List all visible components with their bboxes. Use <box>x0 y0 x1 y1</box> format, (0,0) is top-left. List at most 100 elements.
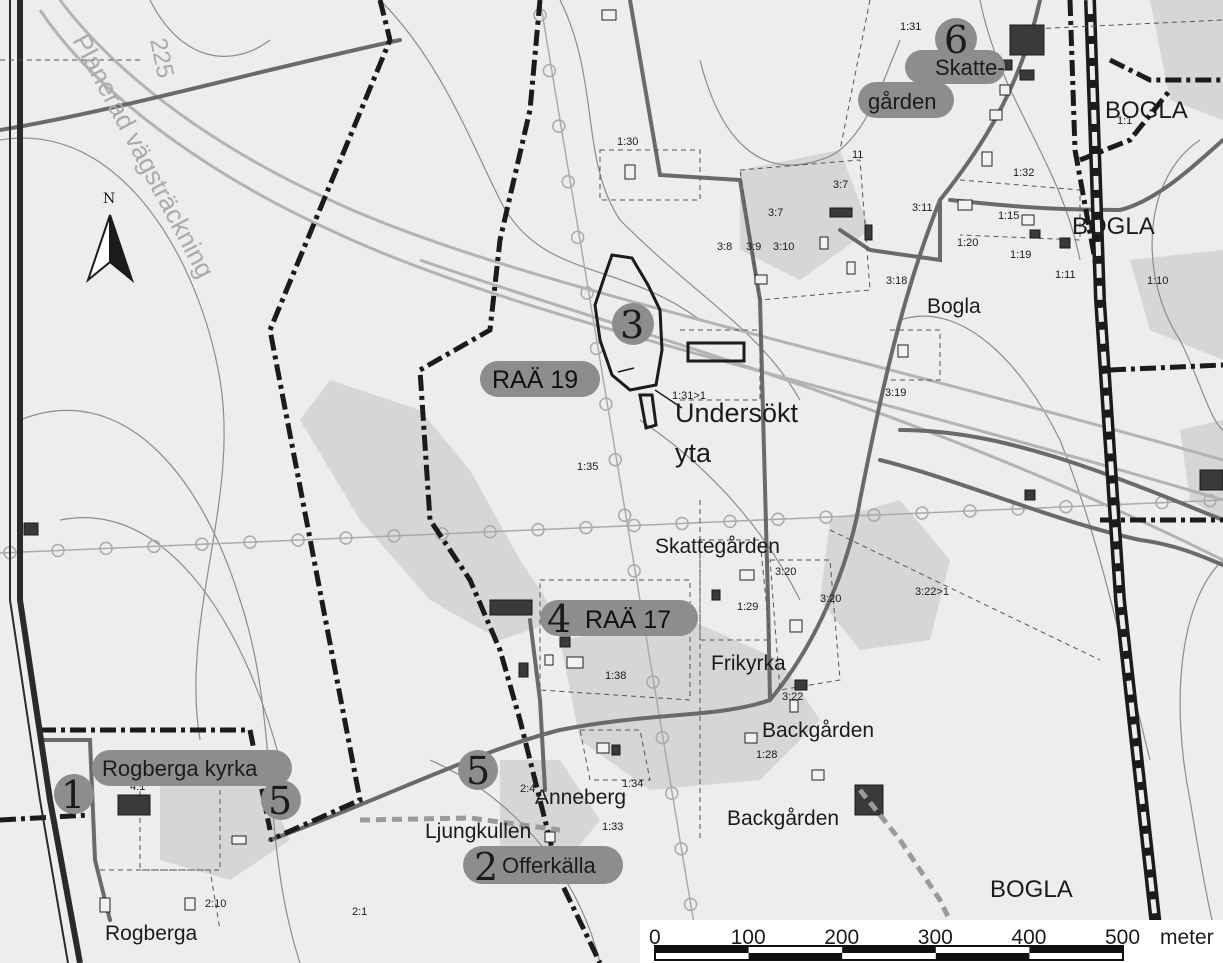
power-line-pole <box>570 230 585 245</box>
parcel-label: 1:32 <box>1013 167 1034 179</box>
marker-6-label-line-1: Skatte- <box>935 55 1005 80</box>
parcel-label: 3:20 <box>775 566 796 578</box>
site-markers: 6 Skatte- gården 3 RAÄ 19 4 RAÄ 17 1 Rog… <box>54 18 1005 889</box>
power-line-pole <box>655 730 670 745</box>
marker-5b-number: 5 <box>466 749 490 793</box>
parcel-label: 3:22 <box>782 691 803 703</box>
power-line-pole <box>531 522 545 537</box>
marker-3-circle <box>612 303 654 345</box>
parcel-label: 1:31>1 <box>672 390 706 402</box>
power-line-pole <box>675 516 689 531</box>
power-line-pole <box>665 786 679 800</box>
marker-5a[interactable]: 5 <box>261 779 301 823</box>
marker-3-number: 3 <box>620 303 644 347</box>
parcel-label: 2:1 <box>352 906 367 918</box>
power-line-pole <box>627 518 641 533</box>
power-line-pole <box>1203 493 1217 508</box>
place-bogla-bottom: BOGLA <box>990 876 1073 903</box>
power-line-pole <box>963 504 977 518</box>
scale-bar-segment <box>748 953 843 960</box>
power-line-pole <box>195 537 209 551</box>
parcel-label: 1:11 <box>1055 269 1076 281</box>
marker-1[interactable]: 1 Rogberga kyrka <box>54 750 292 817</box>
power-line-pole <box>542 63 557 78</box>
marker-1-circle <box>54 774 94 814</box>
marker-2-pill <box>463 846 623 884</box>
parcel-label: 1:31 <box>900 21 921 33</box>
power-line-pole <box>915 506 929 520</box>
trench-outline <box>638 393 658 430</box>
place-backgarden-2: Backgården <box>727 807 839 830</box>
scale-bar-unit: meter <box>1160 926 1214 949</box>
marker-6-number: 6 <box>944 18 968 62</box>
parcel-label: 2:4 <box>520 783 535 795</box>
power-line-pole <box>771 512 785 527</box>
parcel-label: 1:19 <box>1010 249 1031 261</box>
investigated-area-line-1: Undersökt <box>675 398 799 428</box>
power-line-pole <box>435 527 449 541</box>
marker-1-label: Rogberga kyrka <box>102 756 258 781</box>
place-backgarden-1: Backgården <box>762 719 874 742</box>
parcel-label: 1:10 <box>1147 275 1168 287</box>
marker-6-pill-bottom <box>858 82 954 118</box>
left-road <box>9 0 83 963</box>
scale-bar-tick-label: 100 <box>731 926 766 949</box>
scale-bar-tick-label: 400 <box>1011 926 1046 949</box>
marker-raa19[interactable]: RAÄ 19 <box>480 361 600 397</box>
power-line-pole <box>339 531 353 545</box>
parcel-label: 3:7 <box>768 207 783 219</box>
scale-bar-segment <box>842 946 936 953</box>
power-line-pole <box>819 510 833 524</box>
scale-bar-segment <box>935 953 1030 960</box>
power-line-pole <box>580 286 594 300</box>
railway <box>1084 0 1166 963</box>
investigated-area-line-2: yta <box>675 438 712 468</box>
parcel-label: 3:9 <box>746 241 761 253</box>
scale-bar-tick-label: 500 <box>1105 926 1140 949</box>
power-line-pole <box>599 397 613 411</box>
parcel-label: 11 <box>852 149 863 161</box>
parcel-label: 1:30 <box>617 136 638 148</box>
parcel-labels: 1:31 1:30 3:7 3:7 3:8 3:9 3:10 3:18 3:11… <box>130 21 1168 918</box>
power-line-pole <box>674 842 688 856</box>
place-ljungkullen: Ljungkullen <box>425 820 531 843</box>
place-bogla-village: Bogla <box>927 295 981 318</box>
place-rogberga: Rogberga <box>105 922 198 945</box>
power-line-pole <box>867 508 881 522</box>
power-line-pole <box>683 897 698 912</box>
planned-road <box>38 0 1223 562</box>
marker-3[interactable]: 3 <box>612 303 654 347</box>
marker-1-pill <box>92 750 292 786</box>
scale-bar-segments <box>655 946 1123 960</box>
marker-4-label: RAÄ 17 <box>585 606 671 634</box>
marker-6[interactable]: 6 Skatte- gården <box>858 18 1005 118</box>
parcel-label: 3:10 <box>773 241 794 253</box>
marker-6-pill-top <box>905 50 1005 84</box>
parcel-label: 1:38 <box>605 670 626 682</box>
marker-5b-circle <box>458 750 498 790</box>
scale-bar-segment <box>655 946 749 953</box>
scale-bar-segment <box>1029 946 1123 953</box>
marker-4[interactable]: 4 RAÄ 17 <box>540 597 698 641</box>
marker-5b[interactable]: 5 <box>458 749 498 793</box>
parcel-label: 3:7 <box>833 179 848 191</box>
power-line-pole <box>627 564 641 578</box>
power-line-pole <box>579 520 593 535</box>
marker-2-number: 2 <box>474 845 498 889</box>
parcel-label: 1:15 <box>998 210 1019 222</box>
marker-2[interactable]: 2 Offerkälla <box>463 845 623 889</box>
parcel-label: 3:8 <box>717 241 732 253</box>
power-line-pole <box>147 539 161 554</box>
power-line-pole <box>617 508 632 523</box>
parcel-label: 1:28 <box>756 749 777 761</box>
scale-bar-tick-label: 300 <box>918 926 953 949</box>
parcel-label: 1:34 <box>622 778 643 790</box>
power-line-pole <box>646 675 660 689</box>
place-skattegarden: Skattegården <box>655 535 780 558</box>
power-line-pole <box>723 514 737 529</box>
north-label: N <box>103 191 115 207</box>
north-arrow-icon: N <box>85 191 135 283</box>
